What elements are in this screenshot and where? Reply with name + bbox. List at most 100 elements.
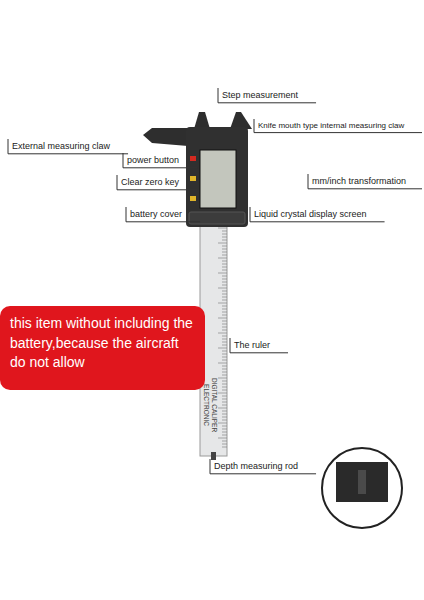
tick-mark xyxy=(222,420,227,421)
tick-mark xyxy=(222,357,227,358)
leader-line xyxy=(218,88,219,103)
tick-mark xyxy=(222,432,227,433)
tick-mark xyxy=(222,345,227,346)
tick-mark xyxy=(222,372,227,373)
leader-line xyxy=(308,174,309,189)
tick-mark xyxy=(222,354,227,355)
tick-mark xyxy=(222,447,227,448)
leader-line xyxy=(126,221,200,222)
leader-line xyxy=(254,132,422,133)
tick-mark xyxy=(222,411,227,412)
tick-mark xyxy=(222,366,227,367)
tick-mark xyxy=(222,261,227,262)
tick-mark xyxy=(222,384,227,385)
tick-mark xyxy=(222,324,227,325)
power-button-key xyxy=(190,156,196,161)
tick-mark xyxy=(222,402,227,403)
tick-mark xyxy=(222,369,227,370)
tick-mark xyxy=(222,282,227,283)
ruler-ticks xyxy=(218,228,227,447)
callout-label: External measuring claw xyxy=(12,141,110,152)
notice-text: this item without including the battery,… xyxy=(10,314,195,373)
inset-rod-detail xyxy=(336,462,388,502)
depth-rod xyxy=(211,452,216,460)
tick-mark xyxy=(218,423,227,424)
tick-mark xyxy=(222,375,227,376)
leader-line xyxy=(8,139,9,154)
knife-jaw-left xyxy=(194,112,210,129)
leader-line xyxy=(210,459,211,474)
tick-mark xyxy=(222,285,227,286)
tick-mark xyxy=(222,327,227,328)
tick-mark xyxy=(222,360,227,361)
printed-marking: ELECTRONIC xyxy=(203,384,210,426)
tick-mark xyxy=(218,378,227,379)
tick-mark xyxy=(222,270,227,271)
tick-mark xyxy=(222,390,227,391)
tick-mark xyxy=(218,438,227,439)
printed-marking: DIGITAL CALIPER xyxy=(211,378,218,432)
tick-mark xyxy=(218,363,227,364)
tick-mark xyxy=(218,333,227,334)
leader-line xyxy=(123,153,124,168)
tick-mark xyxy=(222,297,227,298)
tick-mark xyxy=(222,249,227,250)
tick-mark xyxy=(222,300,227,301)
tick-mark xyxy=(218,258,227,259)
tick-mark xyxy=(222,291,227,292)
tick-mark xyxy=(222,315,227,316)
leader-line xyxy=(117,189,197,190)
tick-mark xyxy=(222,279,227,280)
callout-label: battery cover xyxy=(130,209,182,220)
tick-mark xyxy=(222,264,227,265)
tick-mark xyxy=(218,228,227,229)
tick-mark xyxy=(218,273,227,274)
tick-mark xyxy=(222,306,227,307)
tick-mark xyxy=(222,246,227,247)
mm-inch-key xyxy=(190,196,196,201)
inset-circle xyxy=(322,448,402,528)
inset-rod-slot xyxy=(358,470,366,494)
leader-line xyxy=(230,338,231,353)
knife-jaw-right xyxy=(230,112,252,129)
tick-mark xyxy=(222,399,227,400)
tick-mark xyxy=(222,435,227,436)
tick-mark xyxy=(222,429,227,430)
tick-mark xyxy=(222,396,227,397)
leader-line xyxy=(308,188,422,189)
tick-mark xyxy=(222,417,227,418)
tick-mark xyxy=(222,240,227,241)
tick-mark xyxy=(222,441,227,442)
leader-line xyxy=(218,102,316,103)
tick-mark xyxy=(218,243,227,244)
leader-line xyxy=(123,167,197,168)
callout-label: Depth measuring rod xyxy=(214,461,298,472)
tick-mark xyxy=(218,303,227,304)
leader-line xyxy=(210,473,316,474)
callout-label: power button xyxy=(127,155,179,166)
callout-label: mm/inch transformation xyxy=(312,176,406,187)
lcd-screen xyxy=(200,150,236,208)
tick-mark xyxy=(222,444,227,445)
tick-mark xyxy=(222,426,227,427)
caliper-head xyxy=(186,127,248,227)
tick-mark xyxy=(222,309,227,310)
notice-box: this item without including the battery,… xyxy=(0,306,205,390)
tick-mark xyxy=(222,351,227,352)
tick-mark xyxy=(222,312,227,313)
tick-mark xyxy=(218,348,227,349)
tick-mark xyxy=(222,234,227,235)
tick-mark xyxy=(218,318,227,319)
tick-mark xyxy=(222,387,227,388)
leader-line xyxy=(126,207,127,222)
tick-mark xyxy=(222,330,227,331)
tick-mark xyxy=(222,414,227,415)
tick-mark xyxy=(218,288,227,289)
leader-line xyxy=(117,175,118,190)
tick-mark xyxy=(222,321,227,322)
leader-line xyxy=(250,221,385,222)
tick-mark xyxy=(222,381,227,382)
tick-mark xyxy=(218,408,227,409)
tick-mark xyxy=(222,237,227,238)
